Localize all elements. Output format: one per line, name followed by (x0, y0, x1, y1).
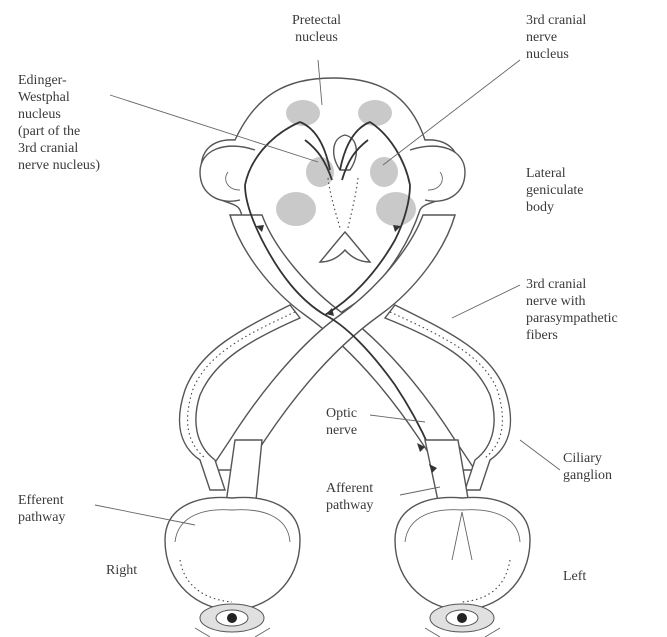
label-edinger-westphal-nucleus: Edinger- Westphal nucleus (part of the 3… (18, 72, 100, 174)
label-optic-nerve: Optic nerve (326, 405, 357, 439)
label-pretectal-nucleus: Pretectal nucleus (292, 12, 341, 46)
label-third-cranial-nerve-nucleus: 3rd cranial nerve nucleus (526, 12, 586, 63)
third-nerve-nucleus-right (370, 157, 398, 187)
label-lateral-geniculate-body: Lateral geniculate body (526, 165, 584, 216)
lateral-geniculate-left (276, 192, 316, 226)
label-right-eye: Right (106, 562, 137, 579)
left-eye (395, 497, 530, 637)
label-efferent-pathway: Efferent pathway (18, 492, 65, 526)
label-third-cranial-nerve-parasympathetic: 3rd cranial nerve with parasympathetic f… (526, 276, 618, 344)
label-afferent-pathway: Afferent pathway (326, 480, 373, 514)
label-left-eye: Left (563, 568, 586, 585)
right-eye (165, 497, 300, 637)
pretectal-nucleus-right (358, 100, 392, 126)
label-ciliary-ganglion: Ciliary ganglion (563, 450, 612, 484)
pretectal-nucleus-left (286, 100, 320, 126)
